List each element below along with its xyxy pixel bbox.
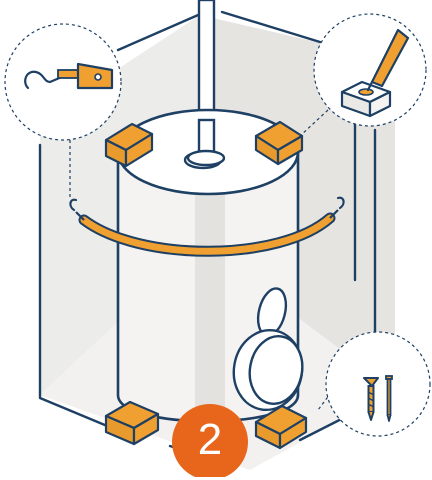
step-badge-circle — [172, 404, 248, 477]
tag-wire-callout — [4, 23, 122, 141]
step-number: 2 — [197, 415, 223, 464]
access-panels — [232, 287, 304, 412]
restraint-strap — [75, 209, 339, 257]
fastener-callout — [325, 331, 431, 437]
mounting-block-top-right — [254, 120, 304, 166]
mounting-blocks — [104, 120, 308, 450]
strap-hooks — [69, 196, 345, 212]
step-number-badge: 2 — [172, 404, 248, 480]
adhesive-callout — [313, 13, 427, 127]
mounting-block-bottom-right — [254, 404, 308, 450]
enclosure-lines — [38, 10, 377, 468]
hook-and-tag-icon — [24, 62, 114, 90]
glue-tube-on-block-icon — [340, 28, 410, 118]
mounting-block-top-left — [104, 122, 154, 168]
screw-and-nail-icon — [363, 375, 393, 422]
mounting-block-bottom-left — [104, 400, 160, 446]
